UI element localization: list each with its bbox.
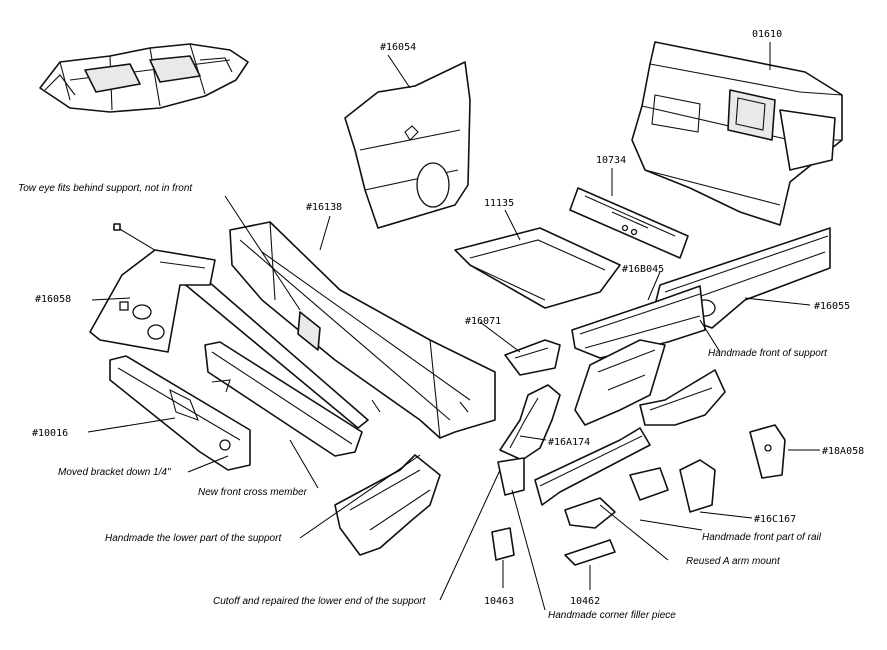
part-01610-firewall	[631, 41, 843, 226]
part-16B045-support	[571, 285, 706, 359]
note-new-cross-member: New front cross member	[198, 487, 308, 498]
label-10463: 10463	[484, 596, 514, 607]
part-lower-support	[334, 454, 441, 556]
label-10734: 10734	[596, 155, 626, 166]
label-16071: #16071	[465, 316, 501, 327]
label-10016: #10016	[32, 428, 68, 439]
note-handmade-corner-filler: Handmade corner filler piece	[548, 610, 676, 621]
part-new-cross-member	[204, 341, 363, 457]
part-16A174-curved-support	[499, 384, 561, 461]
note-tow-eye: Tow eye fits behind support, not in fron…	[18, 183, 193, 194]
part-front-of-rail	[534, 427, 651, 506]
note-handmade-front-support: Handmade front of support	[708, 348, 828, 359]
label-16A174: #16A174	[548, 437, 590, 448]
annotation-notes: Tow eye fits behind support, not in fron…	[18, 183, 828, 621]
car-body-thumbnail	[39, 43, 249, 113]
label-10462: 10462	[570, 596, 600, 607]
part-18A058	[749, 424, 786, 479]
part-10016-lower-bracket	[109, 355, 251, 471]
label-18A058: #18A058	[822, 446, 864, 457]
part-16138-cross-support	[229, 221, 496, 439]
note-moved-bracket: Moved bracket down 1/4"	[58, 467, 171, 478]
part-16058-plate	[89, 249, 216, 353]
part-number-labels: 01610 #16054 10734 11135 #16138 #16B045 …	[32, 29, 864, 607]
part-10734-bracket	[569, 187, 689, 259]
leader-lines	[87, 42, 820, 611]
label-16138: #16138	[306, 202, 342, 213]
part-11135-tray	[454, 227, 621, 309]
label-16055: #16055	[814, 301, 850, 312]
note-handmade-lower-support: Handmade the lower part of the support	[105, 533, 282, 544]
label-01610: 01610	[752, 29, 782, 40]
note-cutoff-repaired: Cutoff and repaired the lower end of the…	[213, 596, 427, 607]
part-10462	[564, 539, 616, 566]
part-16C167	[679, 459, 716, 513]
label-16058: #16058	[35, 294, 71, 305]
part-16071-bracket	[504, 339, 561, 376]
part-10463	[491, 527, 515, 561]
label-11135: 11135	[484, 198, 514, 209]
part-front-of-support	[574, 339, 726, 426]
part-a-arm-mount	[564, 467, 669, 529]
note-reused-a-arm: Reused A arm mount	[686, 556, 781, 567]
label-16B045: #16B045	[622, 264, 664, 275]
label-16054: #16054	[380, 42, 416, 53]
part-16054-panel	[344, 61, 471, 229]
part-corner-filler	[497, 457, 525, 496]
label-16C167: #16C167	[754, 514, 796, 525]
note-handmade-front-rail: Handmade front part of rail	[702, 532, 822, 543]
